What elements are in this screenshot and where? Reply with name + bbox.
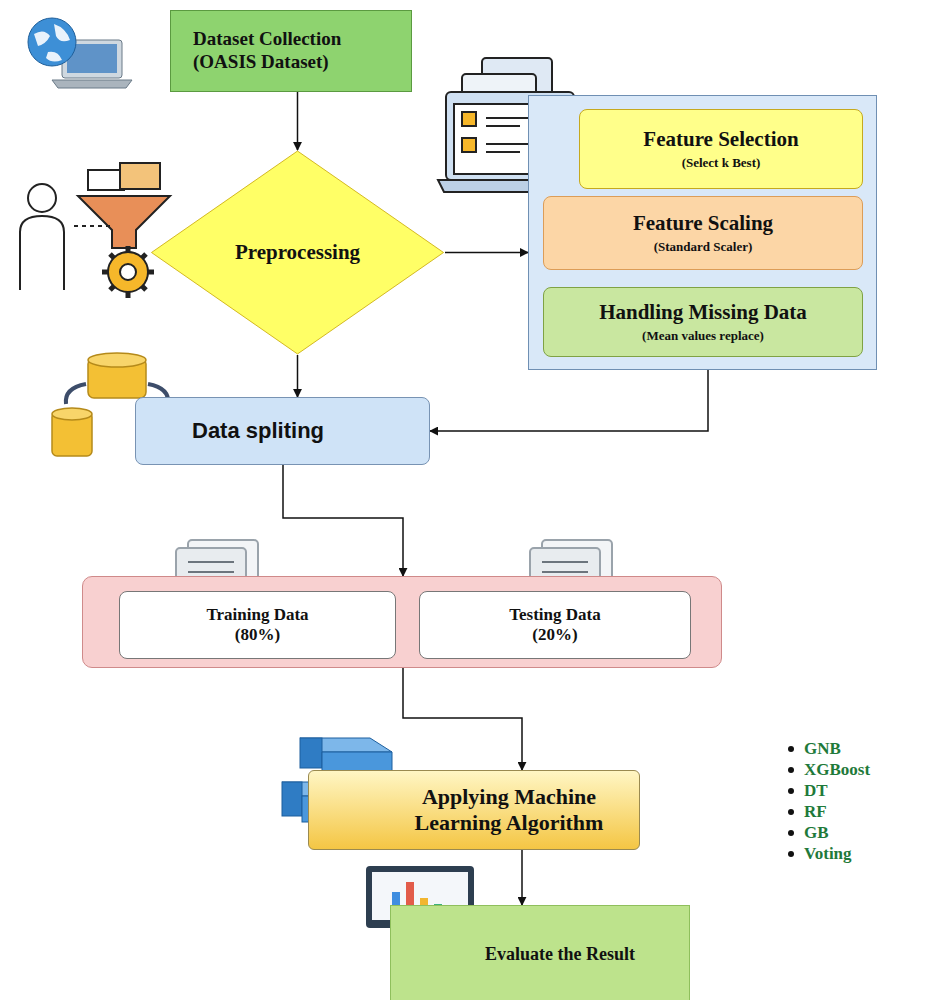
flow-arrow: [445, 252, 528, 254]
node-subtitle: (Mean values replace): [642, 328, 764, 344]
node-title: Evaluate the Result: [485, 944, 635, 966]
node-title: Dataset Collection (OASIS Dataset): [193, 28, 383, 74]
decision-diamond: Preprocessing: [150, 150, 445, 355]
node-title: Feature Scaling: [633, 211, 773, 236]
node-title: Training Data (80%): [188, 605, 328, 646]
flow-arrow: [297, 92, 299, 150]
bullet: [788, 746, 794, 752]
process-box: Feature Selection (Select k Best): [579, 109, 863, 189]
process-box: Applying Machine Learning Algorithm: [308, 770, 640, 850]
algorithm-list: GNBXGBoostDTRFGBVoting: [786, 738, 870, 864]
data-box: Testing Data (20%): [419, 591, 691, 659]
flow-arrow: [403, 668, 522, 770]
globe-icon: [28, 18, 132, 88]
process-box: Data spliting: [135, 397, 430, 465]
preprocessing-panel: Feature Selection(Select k Best)Feature …: [528, 95, 877, 370]
bullet: [788, 788, 794, 794]
process-box: Handling Missing Data (Mean values replac…: [543, 287, 863, 357]
node-title: Handling Missing Data: [599, 300, 807, 325]
result-box: Evaluate the Result: [390, 905, 690, 1000]
bullet: [788, 809, 794, 815]
flow-arrow: [283, 465, 403, 576]
process-box: Feature Scaling (Standard Scaler): [543, 196, 863, 270]
node-title: Preprocessing: [235, 240, 360, 265]
algorithm-name: GB: [786, 822, 870, 843]
algorithm-name: XGBoost: [786, 759, 870, 780]
algorithm-name: GNB: [786, 738, 870, 759]
node-title: Data spliting: [192, 418, 324, 444]
flow-arrow: [297, 355, 299, 397]
flow-arrow: [521, 850, 523, 905]
bullet: [788, 851, 794, 857]
algorithm-name: RF: [786, 801, 870, 822]
bullet: [788, 767, 794, 773]
split-band: Training Data (80%) Testing Data (20%): [82, 576, 722, 668]
node-subtitle: (Select k Best): [682, 155, 761, 171]
node-title: Testing Data (20%): [485, 605, 625, 646]
preprocessing-icon: [20, 163, 170, 298]
node-title: Feature Selection: [643, 127, 798, 152]
data-box: Training Data (80%): [119, 591, 396, 659]
bullet: [788, 830, 794, 836]
algorithm-name: Voting: [786, 843, 870, 864]
node-subtitle: (Standard Scaler): [654, 239, 753, 255]
algorithm-name: DT: [786, 780, 870, 801]
flow-arrow: [430, 370, 708, 431]
node-title: Applying Machine Learning Algorithm: [389, 784, 629, 837]
input-box: Dataset Collection (OASIS Dataset): [170, 10, 412, 92]
